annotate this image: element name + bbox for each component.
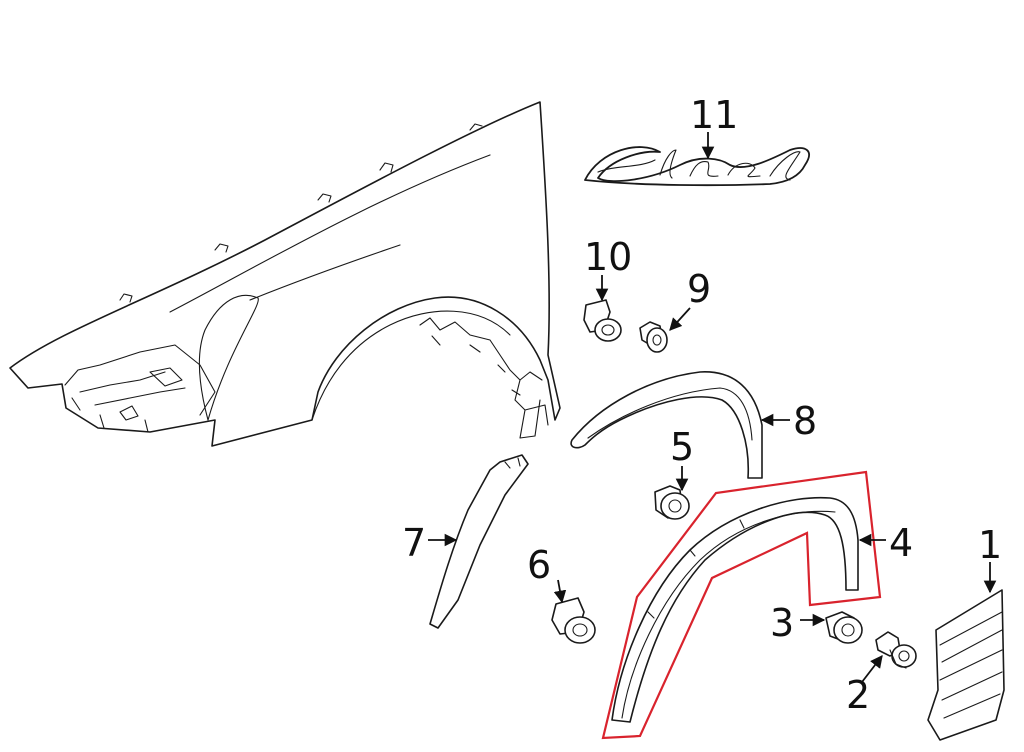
arch-trim-part-8 — [570, 371, 763, 479]
push-pin-part-5 — [654, 485, 690, 520]
callout-6: 6 — [527, 543, 551, 587]
stud-clip-part-2 — [875, 631, 917, 669]
leader-lines — [428, 132, 997, 683]
callout-2: 2 — [846, 673, 870, 717]
callout-9: 9 — [687, 267, 711, 311]
callout-5: 5 — [670, 425, 694, 469]
fender-panel — [9, 101, 561, 447]
clip-part-10 — [583, 299, 622, 342]
push-pin-part-9 — [639, 321, 668, 353]
callout-11: 11 — [690, 93, 738, 137]
callout-4: 4 — [889, 521, 913, 565]
panel-part-1 — [927, 589, 1005, 741]
grommet-part-3 — [825, 611, 863, 644]
diesel-badge — [584, 146, 810, 187]
callout-3: 3 — [770, 601, 794, 645]
callout-10: 10 — [584, 235, 632, 279]
callout-8: 8 — [793, 399, 817, 443]
callout-7: 7 — [402, 521, 426, 565]
clip-part-6 — [551, 597, 596, 644]
highlight-outline — [601, 470, 882, 740]
arch-trim-part-4 — [611, 496, 859, 723]
molding-strip-part-7 — [429, 454, 529, 629]
callout-1: 1 — [978, 523, 1002, 567]
